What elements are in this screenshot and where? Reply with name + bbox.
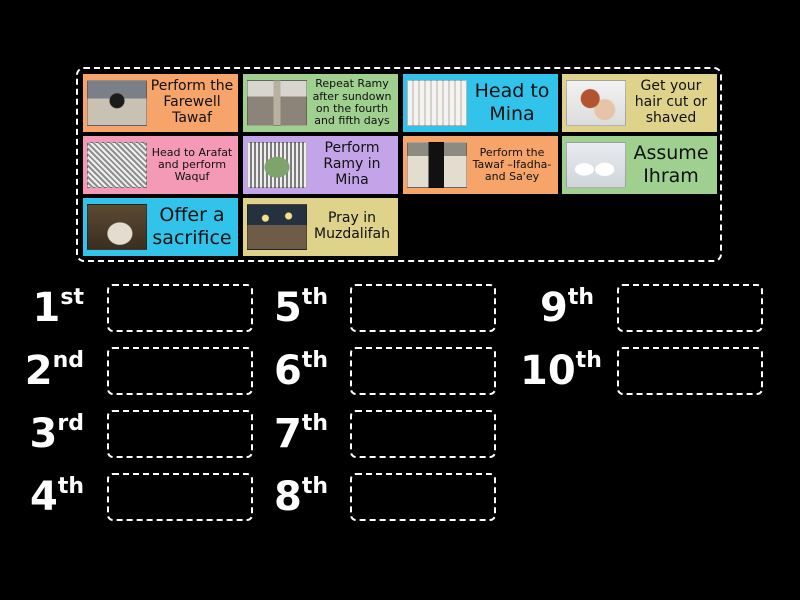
haircut-photo-icon <box>566 80 626 126</box>
ordinal-label-3: 3rd <box>29 411 84 457</box>
card-label: Assume Ihram <box>633 142 709 187</box>
drop-slot-4[interactable] <box>107 473 253 521</box>
drop-slot-2[interactable] <box>107 347 253 395</box>
drop-slot-10[interactable] <box>617 347 763 395</box>
ordinal-label-2: 2nd <box>24 348 84 394</box>
jamarat-pillar-photo-icon <box>247 80 307 126</box>
sheep-sacrifice-photo-icon <box>87 204 147 250</box>
card-label: Get your hair cut or shaved <box>634 78 708 126</box>
drop-slot-9[interactable] <box>617 284 763 332</box>
kaaba-crowd-photo-icon <box>87 80 147 126</box>
card-arafat[interactable]: Head to Arafat and perform Waquf <box>83 136 238 194</box>
card-label: Pray in Muzdalifah <box>314 210 390 242</box>
drop-slot-6[interactable] <box>350 347 496 395</box>
drop-slot-8[interactable] <box>350 473 496 521</box>
drop-slot-3[interactable] <box>107 410 253 458</box>
muzdalifah-night-photo-icon <box>247 204 307 250</box>
ordinal-label-8: 8th <box>273 474 328 520</box>
ordinal-label-7: 7th <box>273 411 328 457</box>
ordinal-label-1: 1st <box>32 285 84 331</box>
drop-slot-5[interactable] <box>350 284 496 332</box>
card-tawaf-ifadha[interactable]: Perform the Tawaf –Ifadha- and Sa'ey <box>403 136 558 194</box>
drop-slot-1[interactable] <box>107 284 253 332</box>
card-label: Perform the Tawaf –Ifadha- and Sa'ey <box>472 145 552 184</box>
ordinal-label-4: 4th <box>29 474 84 520</box>
card-label: Head to Mina <box>474 80 550 125</box>
ordinal-label-9: 9th <box>539 285 594 331</box>
ihram-people-photo-icon <box>566 142 626 188</box>
card-sacrifice[interactable]: Offer a sacrifice <box>83 198 238 256</box>
card-label: Offer a sacrifice <box>152 204 232 249</box>
ordinal-label-6: 6th <box>273 348 328 394</box>
arafat-crowd-photo-icon <box>87 142 147 188</box>
jamarat-crowd-photo-icon <box>247 142 307 188</box>
kaaba-photo-icon <box>407 142 467 188</box>
card-label: Perform the Farewell Tawaf <box>150 78 234 126</box>
card-repeat-ramy[interactable]: Repeat Ramy after sundown on the fourth … <box>243 74 398 132</box>
card-label: Repeat Ramy after sundown on the fourth … <box>312 77 392 128</box>
drop-slot-7[interactable] <box>350 410 496 458</box>
card-label: Head to Arafat and perform Waquf <box>151 145 233 184</box>
card-muzdalifah[interactable]: Pray in Muzdalifah <box>243 198 398 256</box>
ordinal-label-10: 10th <box>520 348 602 394</box>
card-pool <box>76 67 722 262</box>
card-ihram[interactable]: Assume Ihram <box>562 136 717 194</box>
card-farewell-tawaf[interactable]: Perform the Farewell Tawaf <box>83 74 238 132</box>
mina-tents-photo-icon <box>407 80 467 126</box>
card-head-mina[interactable]: Head to Mina <box>403 74 558 132</box>
ordinal-label-5: 5th <box>273 285 328 331</box>
card-hair-cut[interactable]: Get your hair cut or shaved <box>562 74 717 132</box>
card-label: Perform Ramy in Mina <box>323 140 381 188</box>
card-ramy-mina[interactable]: Perform Ramy in Mina <box>243 136 398 194</box>
